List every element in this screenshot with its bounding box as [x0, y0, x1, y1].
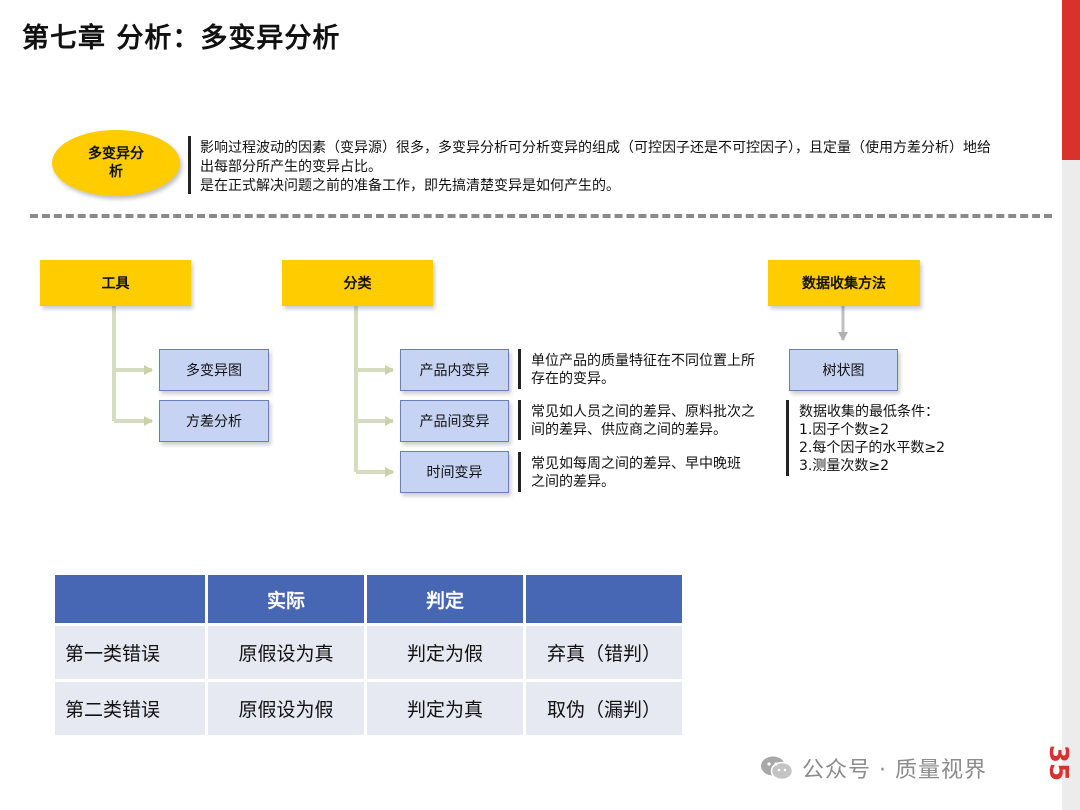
table-header-cell — [55, 575, 205, 623]
conditions-block: 数据收集的最低条件： 1.因子个数≥2 2.每个因子的水平数≥2 3.测量次数≥… — [799, 403, 999, 475]
intro-oval: 多变异分析 — [52, 130, 180, 196]
watermark: 公众号 · 质量视界 — [760, 752, 987, 784]
tools-header: 工具 — [40, 260, 191, 306]
table-header-cell: 实际 — [208, 575, 364, 623]
conditions-title: 数据收集的最低条件： — [799, 404, 939, 420]
tool-anova: 方差分析 — [159, 400, 269, 442]
conditions-divider — [786, 400, 789, 476]
intro-description: 影响过程波动的因素（变异源）很多，多变异分析可分析变异的组成（可控因子还是不可控… — [200, 139, 1000, 196]
intro-divider — [188, 136, 191, 194]
section-divider — [30, 214, 1052, 218]
class-between-product: 产品间变异 — [400, 400, 509, 442]
table-header-row: 实际 判定 — [55, 575, 682, 623]
page-title: 第七章 分析：多变异分析 — [22, 23, 341, 54]
data-collection-header: 数据收集方法 — [768, 260, 920, 306]
table-cell: 原假设为假 — [208, 679, 364, 735]
table-cell: 判定为假 — [367, 623, 523, 679]
wechat-icon — [761, 756, 794, 781]
classification-header: 分类 — [282, 260, 433, 306]
side-bar — [1062, 0, 1080, 810]
side-accent-red — [1062, 0, 1080, 160]
error-type-table: 实际 判定 第一类错误 原假设为真 判定为假 弃真（错判） 第二类错误 原假设为… — [52, 575, 685, 735]
condition-2: 2.每个因子的水平数≥2 — [799, 440, 945, 456]
class-time: 时间变异 — [400, 451, 509, 493]
condition-3: 3.测量次数≥2 — [799, 458, 889, 474]
table-cell: 原假设为真 — [208, 623, 364, 679]
tree-diagram-box: 树状图 — [789, 349, 898, 391]
table-cell: 判定为真 — [367, 679, 523, 735]
table-row: 第二类错误 原假设为假 判定为真 取伪（漏判） — [55, 679, 682, 735]
note-divider-3 — [518, 452, 521, 492]
class-note-between: 常见如人员之间的差异、原料批次之间的差异、供应商之间的差异。 — [531, 404, 755, 438]
table-row: 第一类错误 原假设为真 判定为假 弃真（错判） — [55, 623, 682, 679]
class-note-within: 单位产品的质量特征在不同位置上所存在的变异。 — [531, 353, 755, 387]
tool-multi-vari-chart: 多变异图 — [159, 349, 269, 391]
table-header-cell: 判定 — [367, 575, 523, 623]
intro-line-1: 影响过程波动的因素（变异源）很多，多变异分析可分析变异的组成（可控因子还是不可控… — [200, 140, 991, 175]
table-cell: 弃真（错判） — [526, 623, 682, 679]
table-cell: 取伪（漏判） — [526, 679, 682, 735]
condition-1: 1.因子个数≥2 — [799, 422, 889, 438]
table-cell: 第二类错误 — [55, 679, 205, 735]
class-within-product: 产品内变异 — [400, 349, 509, 391]
table-cell: 第一类错误 — [55, 623, 205, 679]
watermark-text: 公众号 · 质量视界 — [802, 758, 987, 783]
note-divider-1 — [518, 349, 521, 389]
intro-line-2: 是在正式解决问题之前的准备工作，即先搞清楚变异是如何产生的。 — [200, 178, 620, 194]
table-header-cell — [526, 575, 682, 623]
class-note-time: 常见如每周之间的差异、早中晚班之间的差异。 — [531, 456, 741, 490]
note-divider-2 — [518, 400, 521, 440]
